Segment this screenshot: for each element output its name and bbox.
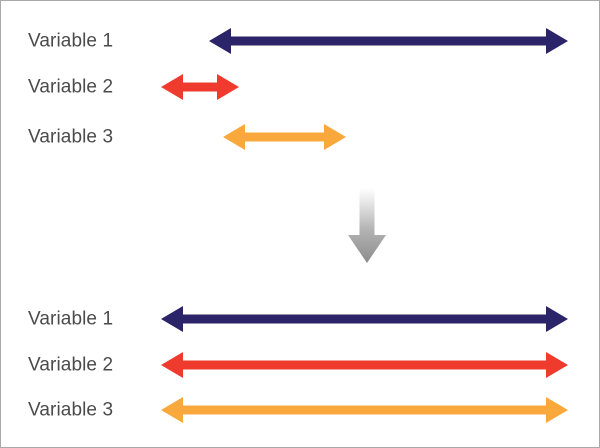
- down-arrow-icon: [348, 188, 386, 263]
- double-headed-arrow-icon: [223, 124, 346, 150]
- before-label-variable-1: Variable 1: [28, 30, 114, 52]
- before-arrow-variable-3: [223, 124, 346, 150]
- before-label-variable-3: Variable 3: [28, 126, 114, 148]
- after-label-variable-1: Variable 1: [28, 308, 114, 330]
- after-label-variable-2: Variable 2: [28, 354, 114, 376]
- double-headed-arrow-icon: [161, 352, 568, 378]
- after-arrow-variable-1: [161, 306, 568, 332]
- double-headed-arrow-icon: [161, 306, 568, 332]
- transform-arrow-container: [346, 187, 388, 270]
- double-headed-arrow-icon: [161, 397, 568, 423]
- after-arrow-variable-3: [161, 397, 568, 423]
- double-headed-arrow-icon: [209, 28, 568, 54]
- after-label-variable-3: Variable 3: [28, 399, 114, 421]
- double-headed-arrow-icon: [161, 74, 239, 100]
- before-label-variable-2: Variable 2: [28, 76, 114, 98]
- before-arrow-variable-1: [209, 28, 568, 54]
- after-arrow-variable-2: [161, 352, 568, 378]
- before-arrow-variable-2: [161, 74, 239, 100]
